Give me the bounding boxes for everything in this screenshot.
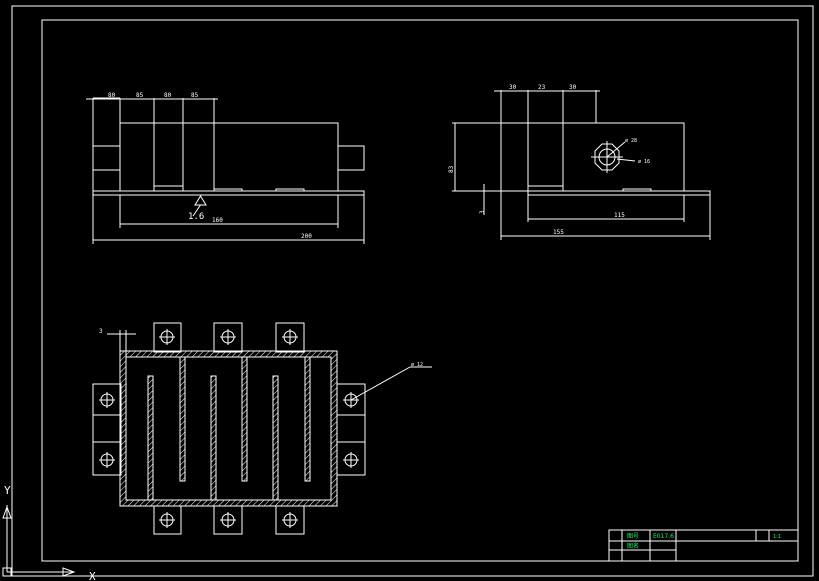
top-dim-wall: 3 (99, 328, 103, 335)
bolt-hole-icon (99, 392, 115, 408)
top-view[interactable] (92, 322, 432, 535)
front-view-dimensions: 80 85 80 85 1.6 160 200 (108, 92, 312, 240)
front-dim-1: 80 (108, 92, 116, 99)
side-dim-3: 30 (569, 84, 577, 91)
bolt-hole-icon (282, 329, 298, 345)
front-dim-2: 85 (136, 92, 144, 99)
title-block[interactable] (608, 529, 799, 562)
drawing-scale: 1:1 (773, 534, 781, 540)
bolt-hole-icon (343, 452, 359, 468)
top-hole-dim: ø 12 (411, 362, 423, 368)
ucs-y-label: Y (4, 484, 11, 497)
drawing-code: E017.6 (653, 533, 674, 540)
bolt-hole-icon (220, 512, 236, 528)
outer-frame (11, 5, 814, 577)
side-dim-1: 30 (509, 84, 517, 91)
inner-frame (41, 19, 799, 562)
side-view[interactable] (452, 90, 711, 240)
title-label-2: 图名 (627, 542, 639, 550)
top-view-dimensions: 3 ø 12 (99, 328, 423, 368)
side-hole-outer: ø 28 (625, 138, 637, 144)
side-dim-base-step: 3 (479, 210, 486, 214)
side-dim-height: 83 (448, 165, 455, 173)
side-view-dimensions: 30 23 30 83 3 ø 28 ø 16 115 155 (448, 84, 650, 236)
bolt-hole-icon (159, 512, 175, 528)
bolt-hole-icon (282, 512, 298, 528)
front-dim-inner: 160 (212, 217, 223, 224)
bolt-hole-icon (99, 452, 115, 468)
front-dim-overall: 200 (301, 233, 312, 240)
title-label-1: 图号 (627, 533, 639, 540)
side-dim-overall: 155 (553, 229, 564, 236)
side-dim-2: 23 (538, 84, 546, 91)
front-dim-3: 80 (164, 92, 172, 99)
ucs-icon (2, 505, 76, 577)
side-dim-inner: 115 (614, 212, 625, 219)
mounting-holes (99, 329, 359, 528)
ucs-x-label: X (89, 570, 96, 581)
side-hole-inner: ø 16 (638, 159, 650, 165)
roughness-value: 1.6 (188, 212, 204, 222)
bolt-hole-icon (343, 392, 359, 408)
front-dim-4: 85 (191, 92, 199, 99)
front-view[interactable] (86, 97, 365, 244)
bolt-hole-icon (220, 329, 236, 345)
bolt-hole-icon (159, 329, 175, 345)
